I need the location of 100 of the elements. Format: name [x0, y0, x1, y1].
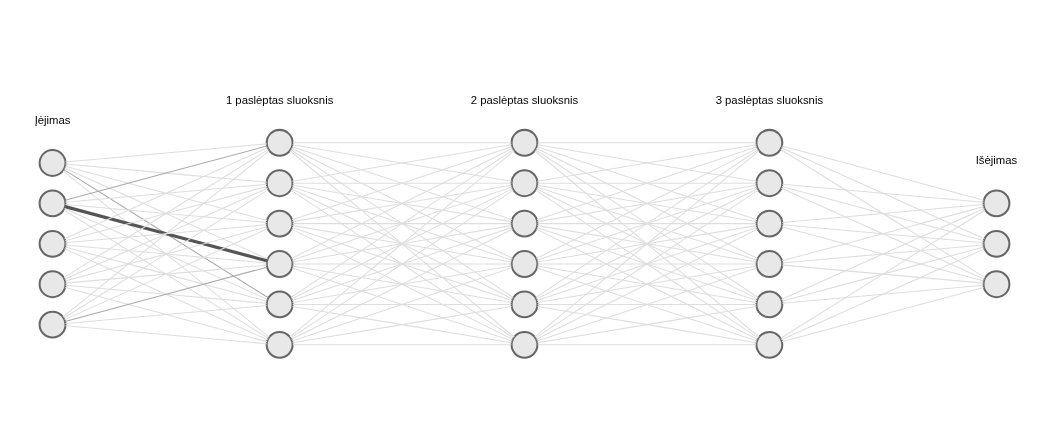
node-circle	[265, 249, 294, 278]
connector	[535, 228, 758, 340]
connector	[63, 168, 269, 298]
connector	[780, 187, 985, 280]
connector	[292, 265, 513, 303]
node-circle	[982, 188, 1011, 217]
node-circle	[38, 269, 67, 298]
connector	[780, 247, 985, 340]
node-circle	[755, 168, 784, 197]
connector	[62, 169, 270, 338]
connector	[780, 209, 986, 339]
connector	[64, 245, 268, 302]
connector	[781, 185, 985, 241]
connector	[64, 203, 268, 223]
connector	[781, 225, 985, 282]
node-circle	[510, 128, 539, 157]
connector	[64, 185, 268, 241]
connector	[537, 222, 757, 224]
node-circle	[982, 229, 1011, 258]
connector	[291, 226, 513, 301]
connector	[64, 227, 269, 320]
connector	[64, 142, 268, 162]
connector	[292, 222, 512, 224]
connector	[64, 163, 268, 183]
connector	[291, 187, 514, 299]
connector	[781, 246, 985, 302]
connector	[64, 187, 269, 280]
connector	[63, 148, 269, 278]
connector	[780, 146, 985, 239]
connector	[536, 143, 757, 182]
connector	[536, 226, 758, 301]
connector	[290, 148, 514, 298]
node-circle	[755, 249, 784, 278]
connector	[781, 243, 984, 263]
connector	[781, 286, 985, 342]
node-circle	[755, 330, 784, 359]
node-circle	[38, 148, 67, 177]
connector	[291, 228, 514, 340]
connector	[535, 148, 759, 298]
node-circle	[755, 290, 784, 318]
connector	[64, 225, 268, 282]
connector	[781, 284, 984, 304]
label: 3 paslėptas sluoksnis	[715, 93, 824, 106]
connector	[62, 149, 270, 317]
connector	[780, 148, 986, 278]
connector	[535, 147, 758, 259]
connector	[534, 149, 760, 337]
connector	[64, 304, 268, 324]
connector	[536, 265, 757, 303]
node-circle	[38, 310, 67, 339]
connector	[536, 184, 757, 222]
connector	[535, 187, 758, 299]
connector	[536, 145, 758, 220]
node-circle	[265, 168, 294, 197]
connector	[63, 188, 269, 319]
node-circle	[982, 269, 1011, 298]
connector	[781, 264, 984, 284]
connector	[536, 266, 758, 341]
node-circle	[510, 209, 539, 238]
connector	[781, 183, 984, 203]
node-circle	[265, 209, 294, 238]
connector	[292, 184, 513, 222]
connector	[64, 146, 269, 239]
node-circle	[755, 209, 784, 238]
connector	[64, 266, 268, 322]
connector	[64, 247, 269, 340]
label: Išėjimas	[975, 153, 1018, 166]
connector	[64, 324, 268, 344]
connector	[535, 189, 759, 338]
node-circle	[265, 290, 294, 318]
node-circle	[510, 330, 539, 359]
label: Įėjimas	[34, 113, 71, 126]
connector	[291, 147, 514, 259]
connector	[536, 305, 757, 343]
label: 1 paslėptas sluoksnis	[225, 93, 334, 106]
connector	[780, 207, 985, 300]
connector	[64, 284, 268, 304]
connector	[781, 223, 984, 243]
node-circle	[38, 188, 67, 217]
node-circle	[510, 290, 539, 318]
connector	[537, 303, 757, 305]
connector	[289, 149, 515, 337]
connector	[536, 186, 758, 261]
node-circle	[755, 128, 784, 157]
label: 2 paslėptas sluoksnis	[470, 93, 579, 106]
connector	[292, 303, 512, 305]
connector	[291, 186, 513, 261]
connector	[64, 204, 268, 262]
node-circle	[265, 330, 294, 359]
connector	[291, 145, 513, 220]
connector	[781, 203, 984, 223]
connector	[64, 264, 268, 284]
connector	[64, 145, 268, 201]
connector	[290, 189, 514, 338]
connector	[536, 224, 757, 263]
node-circle	[510, 249, 539, 278]
connector	[63, 209, 269, 339]
connector	[292, 305, 513, 343]
connector	[64, 165, 268, 221]
connector	[291, 266, 513, 341]
